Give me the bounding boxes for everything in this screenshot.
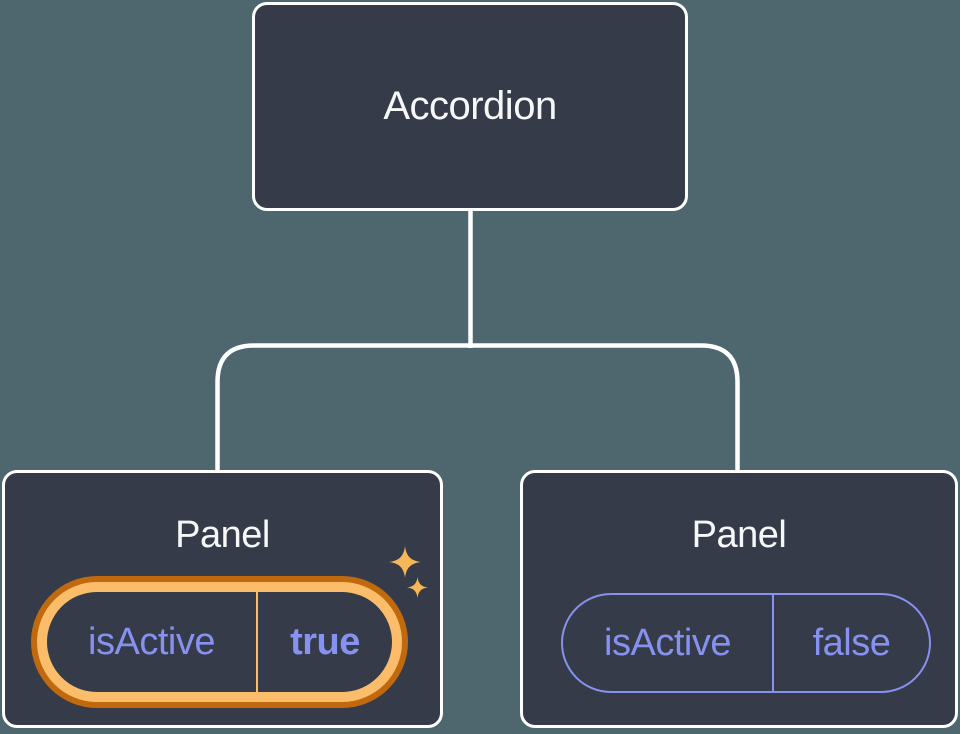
- state-pill-inactive: isActive false: [561, 593, 931, 693]
- state-pill-divider: [772, 595, 774, 691]
- active-state-highlight-ring-inner: isActive true: [37, 582, 402, 702]
- state-pill-divider: [256, 592, 258, 692]
- state-name-inactive: isActive: [604, 621, 731, 664]
- state-value-inactive: false: [812, 621, 891, 664]
- accordion-node-label: Accordion: [383, 84, 557, 128]
- panel-active-label: Panel: [175, 514, 270, 556]
- state-pill-active: isActive true: [47, 592, 392, 692]
- panel-node-active: Panel isActive true: [2, 470, 443, 728]
- state-value-active: true: [290, 620, 360, 663]
- panel-inactive-label: Panel: [691, 514, 787, 556]
- panel-node-inactive: Panel isActive false: [520, 470, 958, 728]
- active-state-highlight-ring: isActive true: [31, 576, 408, 708]
- accordion-node: Accordion: [252, 2, 688, 211]
- state-name-active: isActive: [88, 620, 215, 663]
